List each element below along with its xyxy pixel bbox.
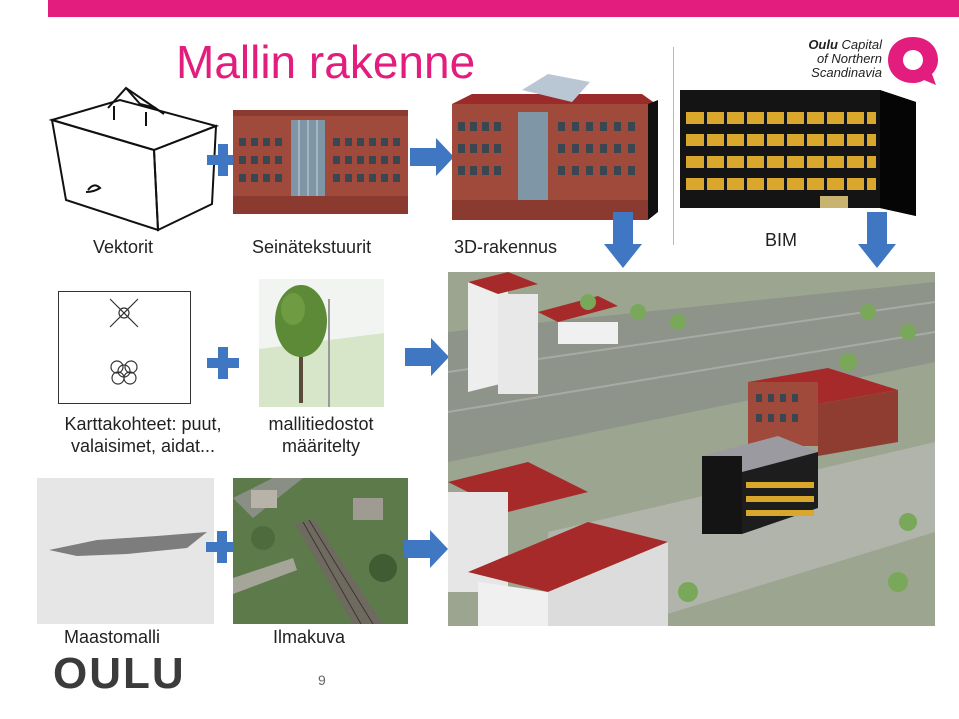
label-model-files-line2: määritelty <box>281 436 361 456</box>
tree-model-image <box>259 279 384 407</box>
label-model-files: mallitiedostot määritelty <box>246 413 396 457</box>
city-model-image <box>448 272 935 626</box>
3d-building-image <box>452 72 658 220</box>
terrain-model-image <box>37 478 214 624</box>
brand-line2: of Northern <box>816 51 882 66</box>
label-map-objects-line1: Karttakohteet: puut, <box>64 414 222 434</box>
label-seinatekstuurit: Seinätekstuurit <box>252 237 372 257</box>
brand-name: Oulu <box>808 37 838 52</box>
label-map-objects-line2: valaisimet, aidat... <box>70 436 216 456</box>
label-maastomalli: Maastomalli <box>64 627 161 647</box>
map-symbols-box <box>58 291 191 404</box>
plus-icon <box>207 144 239 176</box>
plus-icon <box>206 531 238 563</box>
plus-icon <box>207 347 239 379</box>
slide-title: Mallin rakenne <box>176 36 476 88</box>
vector-wireframe <box>48 86 220 232</box>
label-vektorit: Vektorit <box>93 237 154 257</box>
arrow-right-icon <box>405 338 449 376</box>
arrow-down-icon <box>604 212 642 268</box>
brand-line3: Scandinavia <box>811 65 882 80</box>
aerial-photo-image <box>233 478 408 624</box>
brand-tagline: Oulu Capital of Northern Scandinavia <box>760 38 882 80</box>
oulu-speech-bubble-icon <box>886 35 940 87</box>
top-accent-bar <box>48 0 959 17</box>
arrow-down-icon <box>858 212 896 268</box>
label-ilmakuva: Ilmakuva <box>273 627 346 647</box>
brand-capital: Capital <box>837 37 882 52</box>
label-3d-rakennus: 3D-rakennus <box>454 237 558 257</box>
label-model-files-line1: mallitiedostot <box>268 414 374 434</box>
label-map-objects: Karttakohteet: puut, valaisimet, aidat..… <box>48 413 238 457</box>
arrow-right-icon <box>404 530 448 568</box>
label-bim: BIM <box>765 230 798 250</box>
oulu-logo: OULU <box>53 649 186 698</box>
vertical-divider <box>673 47 674 245</box>
tree-symbol-icon <box>110 360 138 385</box>
wall-texture-image <box>233 110 408 214</box>
arrow-right-icon <box>410 138 454 176</box>
bim-model-image <box>680 88 924 220</box>
page-number: 9 <box>318 672 326 688</box>
street-light-symbol-icon <box>109 298 139 328</box>
